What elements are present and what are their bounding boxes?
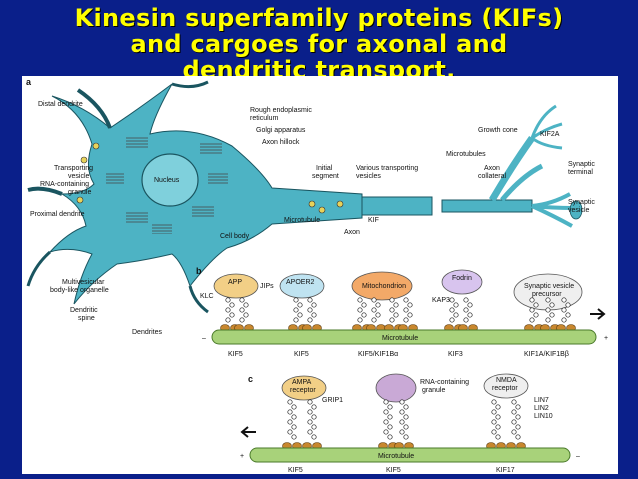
label-distal-dendrite: Distal dendrite xyxy=(38,101,83,108)
diagram-svg: a xyxy=(26,77,608,474)
label-axon: Axon xyxy=(344,229,360,236)
label-growth-cone: Growth cone xyxy=(478,127,518,134)
panel-c-label: c xyxy=(248,374,253,384)
rough-er-stacks xyxy=(106,136,228,234)
label-minus-c: – xyxy=(576,453,580,460)
label-jip: JIPs xyxy=(260,283,274,290)
panel-c-microtubule: Microtubule + – xyxy=(240,426,580,463)
panel-c-motor-labels: KIF5 KIF5 KIF17 xyxy=(288,467,515,474)
label-kif2a: KIF2A xyxy=(540,131,560,138)
label-motor-b-3: KIF5/KIF1Bα xyxy=(358,351,398,358)
label-fodrin: Fodrin xyxy=(452,275,472,282)
label-app: APP xyxy=(228,279,242,286)
label-rna-granule-c-1: RNA-containing xyxy=(420,379,469,386)
axon-shape xyxy=(361,104,583,228)
label-golgi: Golgi apparatus xyxy=(256,127,306,134)
label-motor-c-2: KIF5 xyxy=(386,467,401,474)
label-cell-body: Cell body xyxy=(220,233,250,240)
label-synaptic-precursor-2: precursor xyxy=(532,291,562,298)
label-motor-c-3: KIF17 xyxy=(496,467,515,474)
panel-b-cargoes: APP JIPs APOER2 Mitochondrion Fodrin KAP… xyxy=(200,269,583,311)
motor-stalk-b-10 xyxy=(458,297,478,332)
label-mvb-1: Multivesicular xyxy=(62,279,105,286)
kinesin-figure: a xyxy=(22,76,618,474)
label-synaptic-terminal-2: terminal xyxy=(568,169,593,176)
label-dendrites: Dendrites xyxy=(132,329,162,336)
title-line-1: Kinesin superfamily proteins (KIFs) xyxy=(74,4,564,32)
label-microtubule-c: Microtubule xyxy=(378,453,414,460)
motor-stalk-c-5 xyxy=(486,399,506,450)
label-motor-b-2: KIF5 xyxy=(294,351,309,358)
label-dendritic-spine-2: spine xyxy=(78,315,95,322)
motor-stalk-b-4 xyxy=(302,297,322,332)
label-microtubule-b: Microtubule xyxy=(382,335,418,342)
motor-stalk-c-4 xyxy=(394,399,414,450)
label-microtubules: Microtubules xyxy=(446,151,486,158)
label-rough-er-2: reticulum xyxy=(250,115,279,122)
panel-b-microtubule: Microtubule – + xyxy=(202,308,608,345)
label-motor-b-5: KIF1A/KIF1Bβ xyxy=(524,351,569,358)
label-axon-collateral-1: Axon xyxy=(484,165,500,172)
label-microtubule-a: Microtubule xyxy=(284,217,320,224)
label-proximal-dendrite: Proximal dendrite xyxy=(30,211,85,218)
motor-stalk-c-3 xyxy=(378,399,398,450)
label-kif: KIF xyxy=(368,217,379,224)
panel-c-motor-stalks xyxy=(282,399,526,450)
label-ampa-1: AMPA xyxy=(292,379,312,386)
panel-c-cargoes: AMPA receptor GRIP1 RNA-containing granu… xyxy=(281,373,553,420)
label-ampa-2: receptor xyxy=(290,387,316,394)
label-lin10: LIN10 xyxy=(534,413,553,420)
label-apoer2: APOER2 xyxy=(286,279,315,286)
label-lin7: LIN7 xyxy=(534,397,549,404)
label-klc: KLC xyxy=(200,293,214,300)
label-synaptic-vesicle-2: vesicle xyxy=(568,207,590,214)
label-dendritic-spine-1: Dendritic xyxy=(70,307,98,314)
label-axon-hillock: Axon hillock xyxy=(262,139,300,146)
label-lin2: LIN2 xyxy=(534,405,549,412)
label-motor-c-1: KIF5 xyxy=(288,467,303,474)
label-synaptic-vesicle-1: Synaptic xyxy=(568,199,595,206)
panel-a-label: a xyxy=(26,77,32,87)
label-minus-b: – xyxy=(202,335,206,342)
panel-b-label: b xyxy=(196,266,202,276)
panel-b-motor-labels: KIF5 KIF5 KIF5/KIF1Bα KIF3 KIF1A/KIF1Bβ xyxy=(228,351,569,358)
label-initial-segment-2: segment xyxy=(312,173,339,180)
label-nucleus: Nucleus xyxy=(154,177,180,184)
label-kap3: KAP3 xyxy=(432,297,450,304)
slide-title: Kinesin superfamily proteins (KIFs) and … xyxy=(0,0,638,84)
label-synaptic-terminal-1: Synaptic xyxy=(568,161,595,168)
label-nmda-2: receptor xyxy=(492,385,518,392)
label-plus-b: + xyxy=(604,335,608,342)
label-nmda-1: NMDA xyxy=(496,377,517,384)
label-grip1: GRIP1 xyxy=(322,397,343,404)
transport-vesicles xyxy=(76,142,344,214)
label-axon-collateral-2: collateral xyxy=(478,173,506,180)
title-line-2: and cargoes for axonal and xyxy=(130,30,508,58)
label-rna-granule-1: RNA-containing xyxy=(40,181,89,188)
label-motor-b-1: KIF5 xyxy=(228,351,243,358)
panel-a-labels: Distal dendrite Transporting vesicle RNA… xyxy=(30,101,595,336)
label-various-vesicles-1: Various transporting xyxy=(356,165,418,172)
label-mitochondrion: Mitochondrion xyxy=(362,283,406,290)
motor-stalk-b-8 xyxy=(398,297,418,332)
label-rna-granule-2: granule xyxy=(68,189,91,196)
label-transporting-vesicle-2: vesicle xyxy=(68,173,90,180)
motor-stalk-b-6 xyxy=(366,297,386,332)
label-motor-b-4: KIF3 xyxy=(448,351,463,358)
motor-stalk-c-6 xyxy=(506,399,526,450)
nucleus-shape xyxy=(141,153,199,207)
label-transporting-vesicle-1: Transporting xyxy=(54,165,93,172)
label-rough-er-1: Rough endoplasmic xyxy=(250,107,312,114)
label-various-vesicles-2: vesicles xyxy=(356,173,381,180)
label-mvb-2: body-like organelle xyxy=(50,287,109,294)
motor-stalk-c-1 xyxy=(282,399,302,450)
label-initial-segment-1: Initial xyxy=(316,165,333,172)
label-rna-granule-c-2: granule xyxy=(422,387,445,394)
label-synaptic-precursor-1: Synaptic vesicle xyxy=(524,283,574,290)
motor-stalk-b-2 xyxy=(234,297,254,332)
motor-stalk-c-2 xyxy=(302,399,322,450)
label-plus-c: + xyxy=(240,453,244,460)
